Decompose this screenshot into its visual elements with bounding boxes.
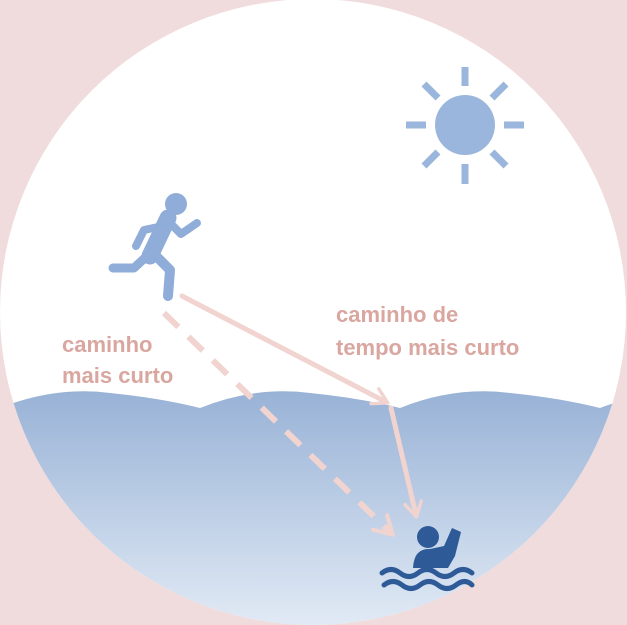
shortest-time-path-arrow xyxy=(179,293,423,519)
shortest-path-label-line-2: mais curto xyxy=(62,363,173,388)
drowning-swimmer-icon xyxy=(379,526,475,591)
shortest-path-label-line-1: caminho xyxy=(62,332,152,357)
sun-icon xyxy=(406,67,524,184)
running-person-icon xyxy=(108,193,201,301)
shortest-time-path-label-line-2: tempo mais curto xyxy=(336,335,519,360)
shortest-time-path-label: caminho de tempo mais curto xyxy=(336,302,519,360)
water xyxy=(0,391,626,625)
shortest-path-label: caminho mais curto xyxy=(62,332,173,388)
shortest-time-path-label-line-1: caminho de xyxy=(336,302,458,327)
shortest-path-arrow xyxy=(161,310,395,537)
